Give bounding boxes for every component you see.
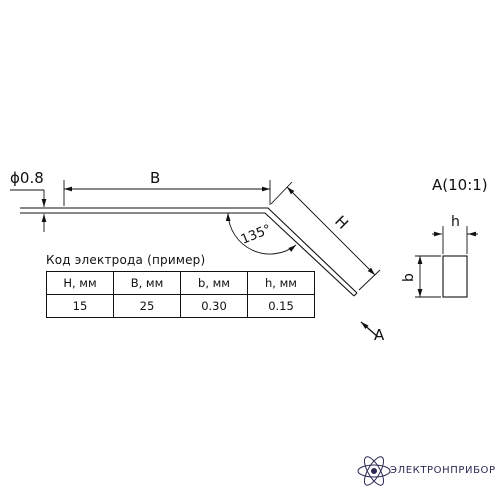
angle-label: 135°: [239, 222, 274, 248]
diameter-label: ϕ0.8: [10, 169, 44, 187]
h-length-dimension: [270, 181, 381, 291]
detail-cross-section: [442, 255, 468, 298]
b-length-dimension: [63, 180, 271, 206]
table-caption: Код электрода (пример): [46, 253, 206, 267]
table-row: 15 25 0.30 0.15: [46, 294, 315, 318]
b-length-label: B: [150, 169, 160, 187]
header-h: H, мм: [46, 271, 114, 295]
table-header-row: H, мм B, мм b, мм h, мм: [46, 271, 315, 295]
detail-h-label: h: [451, 214, 460, 230]
h-length-label: H: [331, 212, 352, 233]
electrode-parameters-table: H, мм B, мм b, мм h, мм 15 25 0.30 0.15: [46, 271, 315, 318]
header-h-small: h, мм: [247, 271, 315, 295]
cell-b-small: 0.30: [180, 294, 248, 318]
detail-h-dimension: [432, 226, 478, 254]
cell-h: 15: [46, 294, 114, 318]
view-arrow: [360, 321, 379, 338]
view-arrow-label: A: [374, 326, 385, 344]
header-b-small: b, мм: [180, 271, 248, 295]
detail-b-dimension: [415, 255, 441, 298]
atom-icon: [357, 456, 391, 486]
brand-name: ЭЛЕКТРОНПРИБОР: [390, 465, 496, 476]
diameter-dimension: [10, 189, 64, 232]
angle-arc: [225, 212, 297, 255]
cell-h-small: 0.15: [247, 294, 315, 318]
cell-b: 25: [113, 294, 181, 318]
detail-b-label: b: [401, 273, 417, 282]
header-b: B, мм: [113, 271, 181, 295]
detail-title: A(10:1): [432, 176, 488, 194]
